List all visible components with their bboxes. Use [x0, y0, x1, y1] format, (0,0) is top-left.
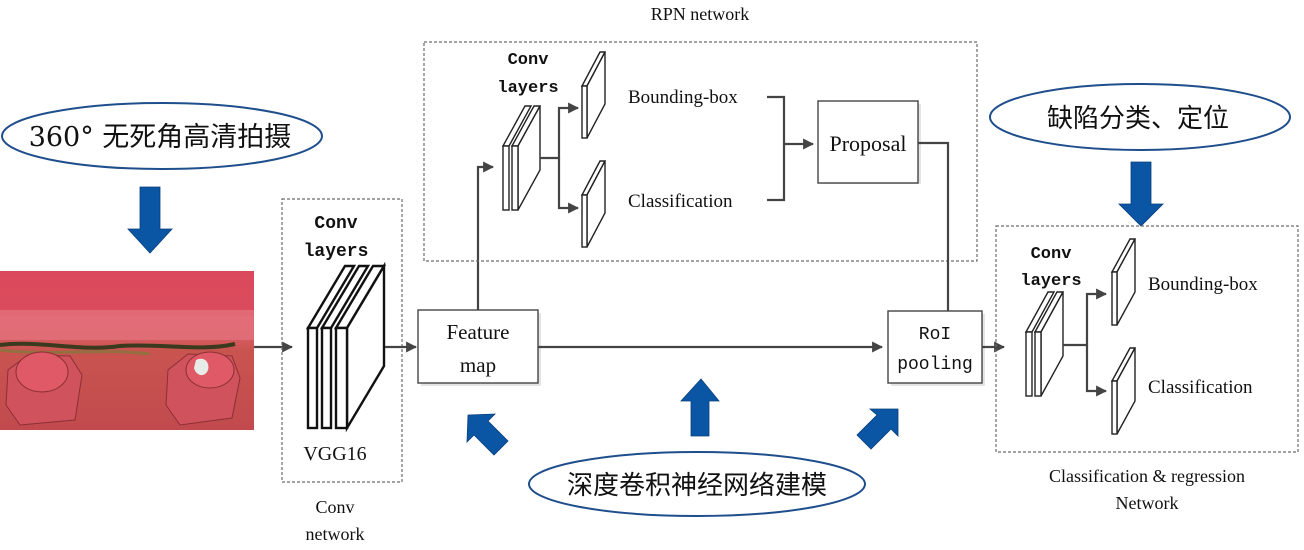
capture-ellipse: 360° 无死角高清拍摄 [1, 102, 323, 170]
up-left-arrow-icon [466, 413, 509, 456]
rpn-cls-layer [580, 160, 607, 248]
clsreg-conv-label-2: layers [1020, 272, 1081, 291]
rpn-conv-label-1: Conv [508, 51, 549, 70]
vgg16-layer-stack [305, 261, 387, 433]
arrow-proposal-to-roi [918, 141, 950, 311]
up-arrow-icon [680, 378, 720, 437]
inspection-photo [0, 271, 254, 430]
rpn-frame [423, 41, 978, 262]
clsreg-caption-2: Network [1116, 493, 1179, 513]
modeling-ellipse: 深度卷积神经网络建模 [528, 451, 866, 517]
clsreg-cls-layer [1110, 347, 1137, 435]
capture-label: 360° 无死角高清拍摄 [29, 122, 292, 153]
arrow-rpn-to-cls [557, 158, 580, 214]
rpn-bbox-layer [580, 51, 607, 139]
roi-label-2: pooling [897, 355, 973, 375]
clsreg-frame [995, 225, 1299, 453]
rpn-layer-stack [501, 105, 542, 211]
clsreg-bbox-label: Bounding-box [1148, 274, 1258, 295]
clsreg-caption-1: Classification & regression [1049, 466, 1245, 486]
rpn-cls-label: Classification [628, 191, 733, 212]
defect-label: 缺陷分类、定位 [1047, 104, 1229, 134]
rpn-bbox-label: Bounding-box [628, 87, 738, 108]
connector-bbox-cls [767, 95, 786, 202]
arrow-rpn-to-bbox [540, 102, 580, 160]
vgg16-label: VGG16 [303, 443, 366, 465]
proposal-label: Proposal [830, 131, 907, 156]
arrow-clsreg-to-bbox [1063, 288, 1108, 347]
down-arrow-icon [1118, 161, 1164, 227]
feature-map-box: Feature map [417, 309, 541, 386]
proposal-box: Proposal [817, 100, 921, 184]
modeling-label: 深度卷积神经网络建模 [567, 471, 827, 501]
conv-layers-label-1: Conv [314, 214, 357, 234]
defect-ellipse: 缺陷分类、定位 [989, 83, 1291, 151]
rpn-conv-label-2: layers [497, 79, 558, 98]
feature-map-label-1: Feature [447, 320, 510, 344]
clsreg-layer-stack [1024, 291, 1065, 397]
arrow-feature-to-rpn [476, 161, 495, 310]
feature-map-label-2: map [460, 353, 496, 377]
down-arrow-icon [127, 186, 173, 254]
conv-layers-label-2: layers [304, 242, 369, 262]
clsreg-cls-label: Classification [1148, 377, 1253, 398]
conv-network-caption-1: Conv [315, 497, 354, 517]
conv-network-frame [281, 198, 403, 483]
clsreg-conv-label-1: Conv [1031, 245, 1072, 264]
up-right-arrow-icon [856, 408, 899, 450]
rpn-title: RPN network [651, 4, 750, 24]
roi-pooling-box: RoI pooling [887, 310, 985, 386]
roi-label-1: RoI [919, 325, 951, 345]
conv-network-caption-2: network [306, 524, 365, 544]
clsreg-bbox-layer [1110, 238, 1137, 326]
arrow-clsreg-to-cls [1085, 345, 1108, 397]
